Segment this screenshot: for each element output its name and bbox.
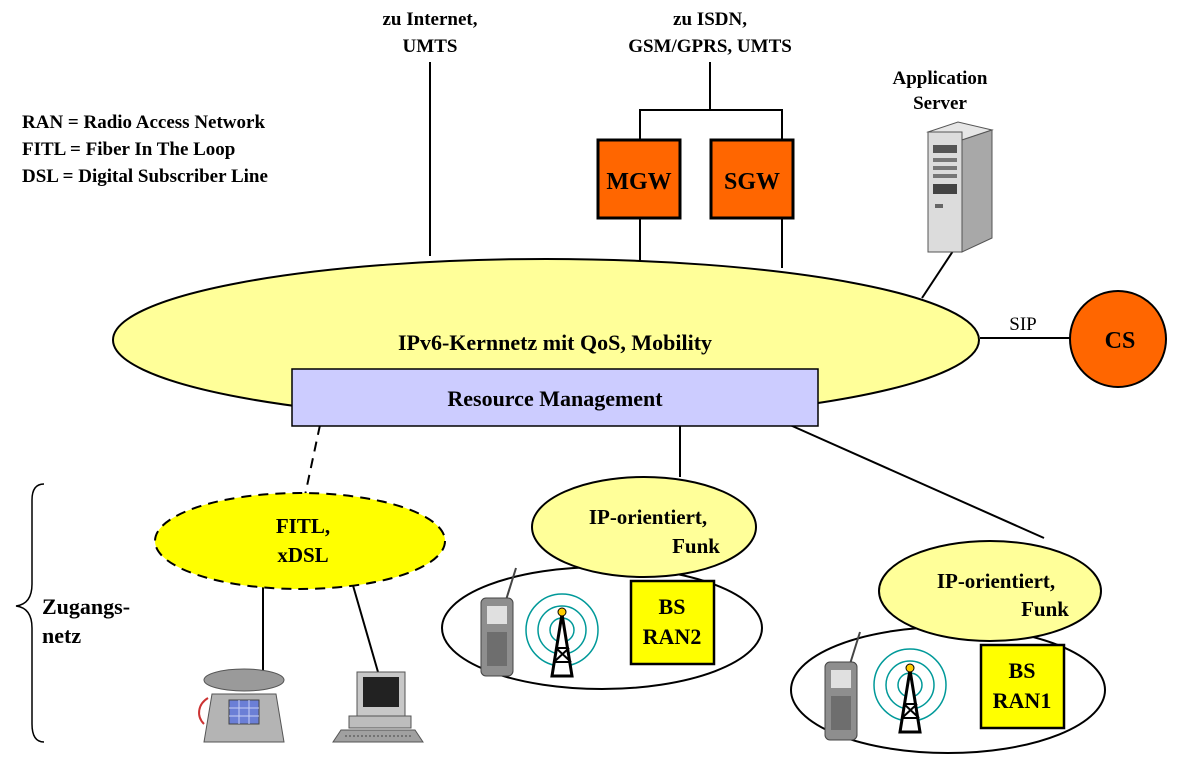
fitl-label-line2: xDSL: [277, 543, 328, 567]
bs-ran2-label-line2: RAN2: [643, 624, 702, 649]
fitl-label-line1: FITL,: [276, 514, 330, 538]
gateway-fork: [639, 109, 783, 140]
sip-label: SIP: [1009, 314, 1036, 335]
resource-management-label: Resource Management: [447, 386, 663, 411]
antenna-tower-icon: [873, 648, 947, 734]
connection-lines: [262, 62, 1070, 677]
fitl-xdsl-ellipse: FITL, xDSL: [154, 492, 446, 590]
ipright-rm-link: [789, 424, 1045, 539]
mobile-phone-icon: [824, 631, 861, 741]
access-network-label-line2: netz: [42, 623, 81, 648]
cs-circle: CS: [1069, 290, 1167, 388]
sgw-label: SGW: [724, 169, 780, 195]
ip-right-label-line1: IP-orientiert,: [937, 569, 1055, 593]
app-server-label-line1: Application: [892, 68, 987, 89]
access-network-label-line1: Zugangs-: [42, 594, 130, 619]
internet-label-line1: zu Internet,: [383, 9, 478, 30]
ip-mid-label-line1: IP-orientiert,: [589, 505, 707, 529]
access-network-brace: Zugangs- netz: [15, 483, 130, 743]
isdn-label-line1: zu ISDN,: [673, 9, 747, 30]
ip-right-label-line2: Funk: [1021, 597, 1069, 621]
bs-ran1-box: BS RAN1: [979, 643, 1066, 730]
legend-dsl: DSL = Digital Subscriber Line: [22, 166, 268, 187]
legend-ran: RAN = Radio Access Network: [22, 112, 265, 133]
computer-icon: [332, 671, 424, 743]
ip-funk-right-ellipse: IP-orientiert, Funk: [878, 540, 1102, 642]
appserver-core-link: [921, 247, 956, 299]
fitl-rm-link: [303, 424, 321, 501]
ip-mid-label-line2: Funk: [672, 534, 720, 558]
mgw-label: MGW: [606, 169, 671, 195]
mobile-phone-icon: [480, 567, 517, 677]
antenna-tower-icon: [525, 593, 599, 678]
fitl-pc-link: [351, 581, 379, 673]
telephone-icon: [198, 668, 285, 743]
external-labels: zu Internet, UMTS zu ISDN, GSM/GPRS, UMT…: [383, 9, 792, 57]
application-server: Application Server: [892, 68, 994, 253]
internet-label-line2: UMTS: [403, 36, 458, 57]
bs-ran2-label-line1: BS: [659, 594, 686, 619]
bs-ran1-label-line1: BS: [1009, 658, 1036, 683]
core-network-label: IPv6-Kernnetz mit QoS, Mobility: [398, 330, 712, 355]
server-tower-icon: [926, 121, 994, 253]
app-server-label-line2: Server: [913, 93, 967, 114]
sgw-box: SGW: [709, 138, 795, 220]
isdn-label-line2: GSM/GPRS, UMTS: [628, 36, 792, 57]
mgw-box: MGW: [596, 138, 682, 220]
bs-ran1-label-line2: RAN1: [993, 688, 1052, 713]
cs-label: CS: [1105, 328, 1136, 354]
resource-management-box: Resource Management: [291, 368, 819, 427]
legend-fitl: FITL = Fiber In The Loop: [22, 139, 235, 160]
ip-funk-mid-ellipse: IP-orientiert, Funk: [531, 476, 757, 578]
bs-ran2-box: BS RAN2: [629, 579, 716, 666]
legend: RAN = Radio Access Network FITL = Fiber …: [22, 112, 268, 187]
